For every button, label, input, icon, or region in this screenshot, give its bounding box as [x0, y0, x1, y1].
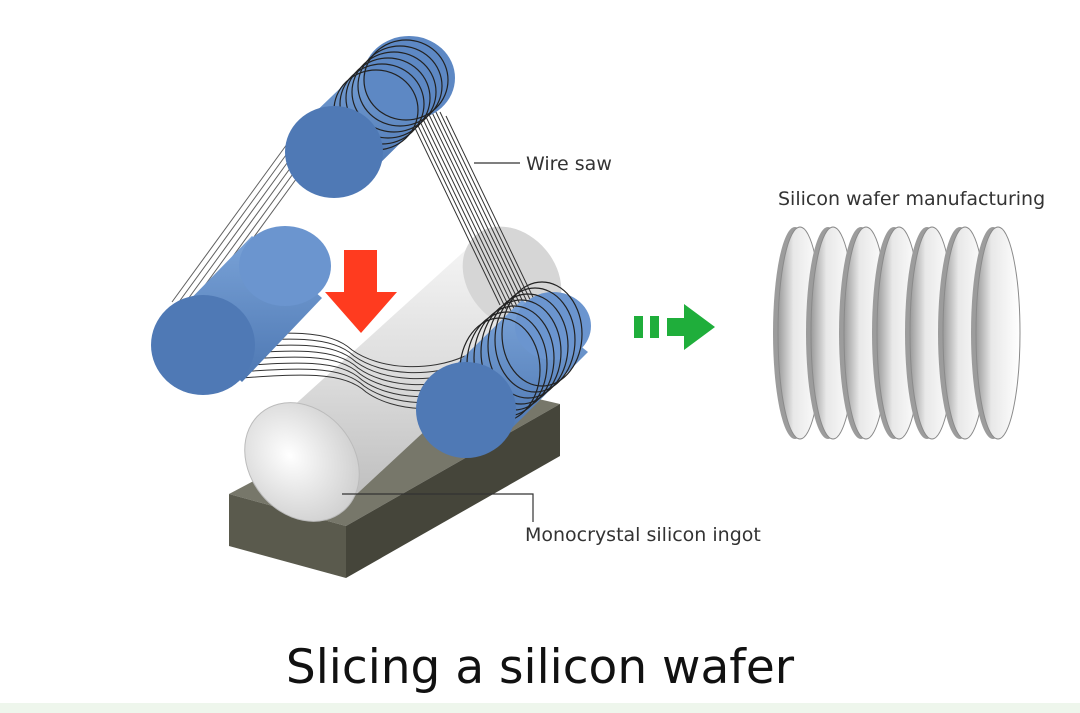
page-title: Slicing a silicon wafer [285, 640, 795, 695]
top-roller [285, 36, 455, 198]
bottom-band [0, 703, 1080, 713]
left-roller [151, 226, 331, 395]
ingot-leader [342, 493, 534, 522]
right-roller [416, 281, 591, 458]
flow-right-arrow [634, 304, 715, 350]
ingot-label: Monocrystal silicon ingot [525, 524, 761, 546]
wire-saw-label: Wire saw [526, 153, 612, 175]
leader-lines [342, 162, 534, 522]
wafer-stack [773, 226, 1021, 440]
wafer-disc [971, 226, 1021, 440]
wafer-manufacturing-label: Silicon wafer manufacturing [778, 188, 1045, 210]
press-down-arrow [325, 250, 397, 333]
